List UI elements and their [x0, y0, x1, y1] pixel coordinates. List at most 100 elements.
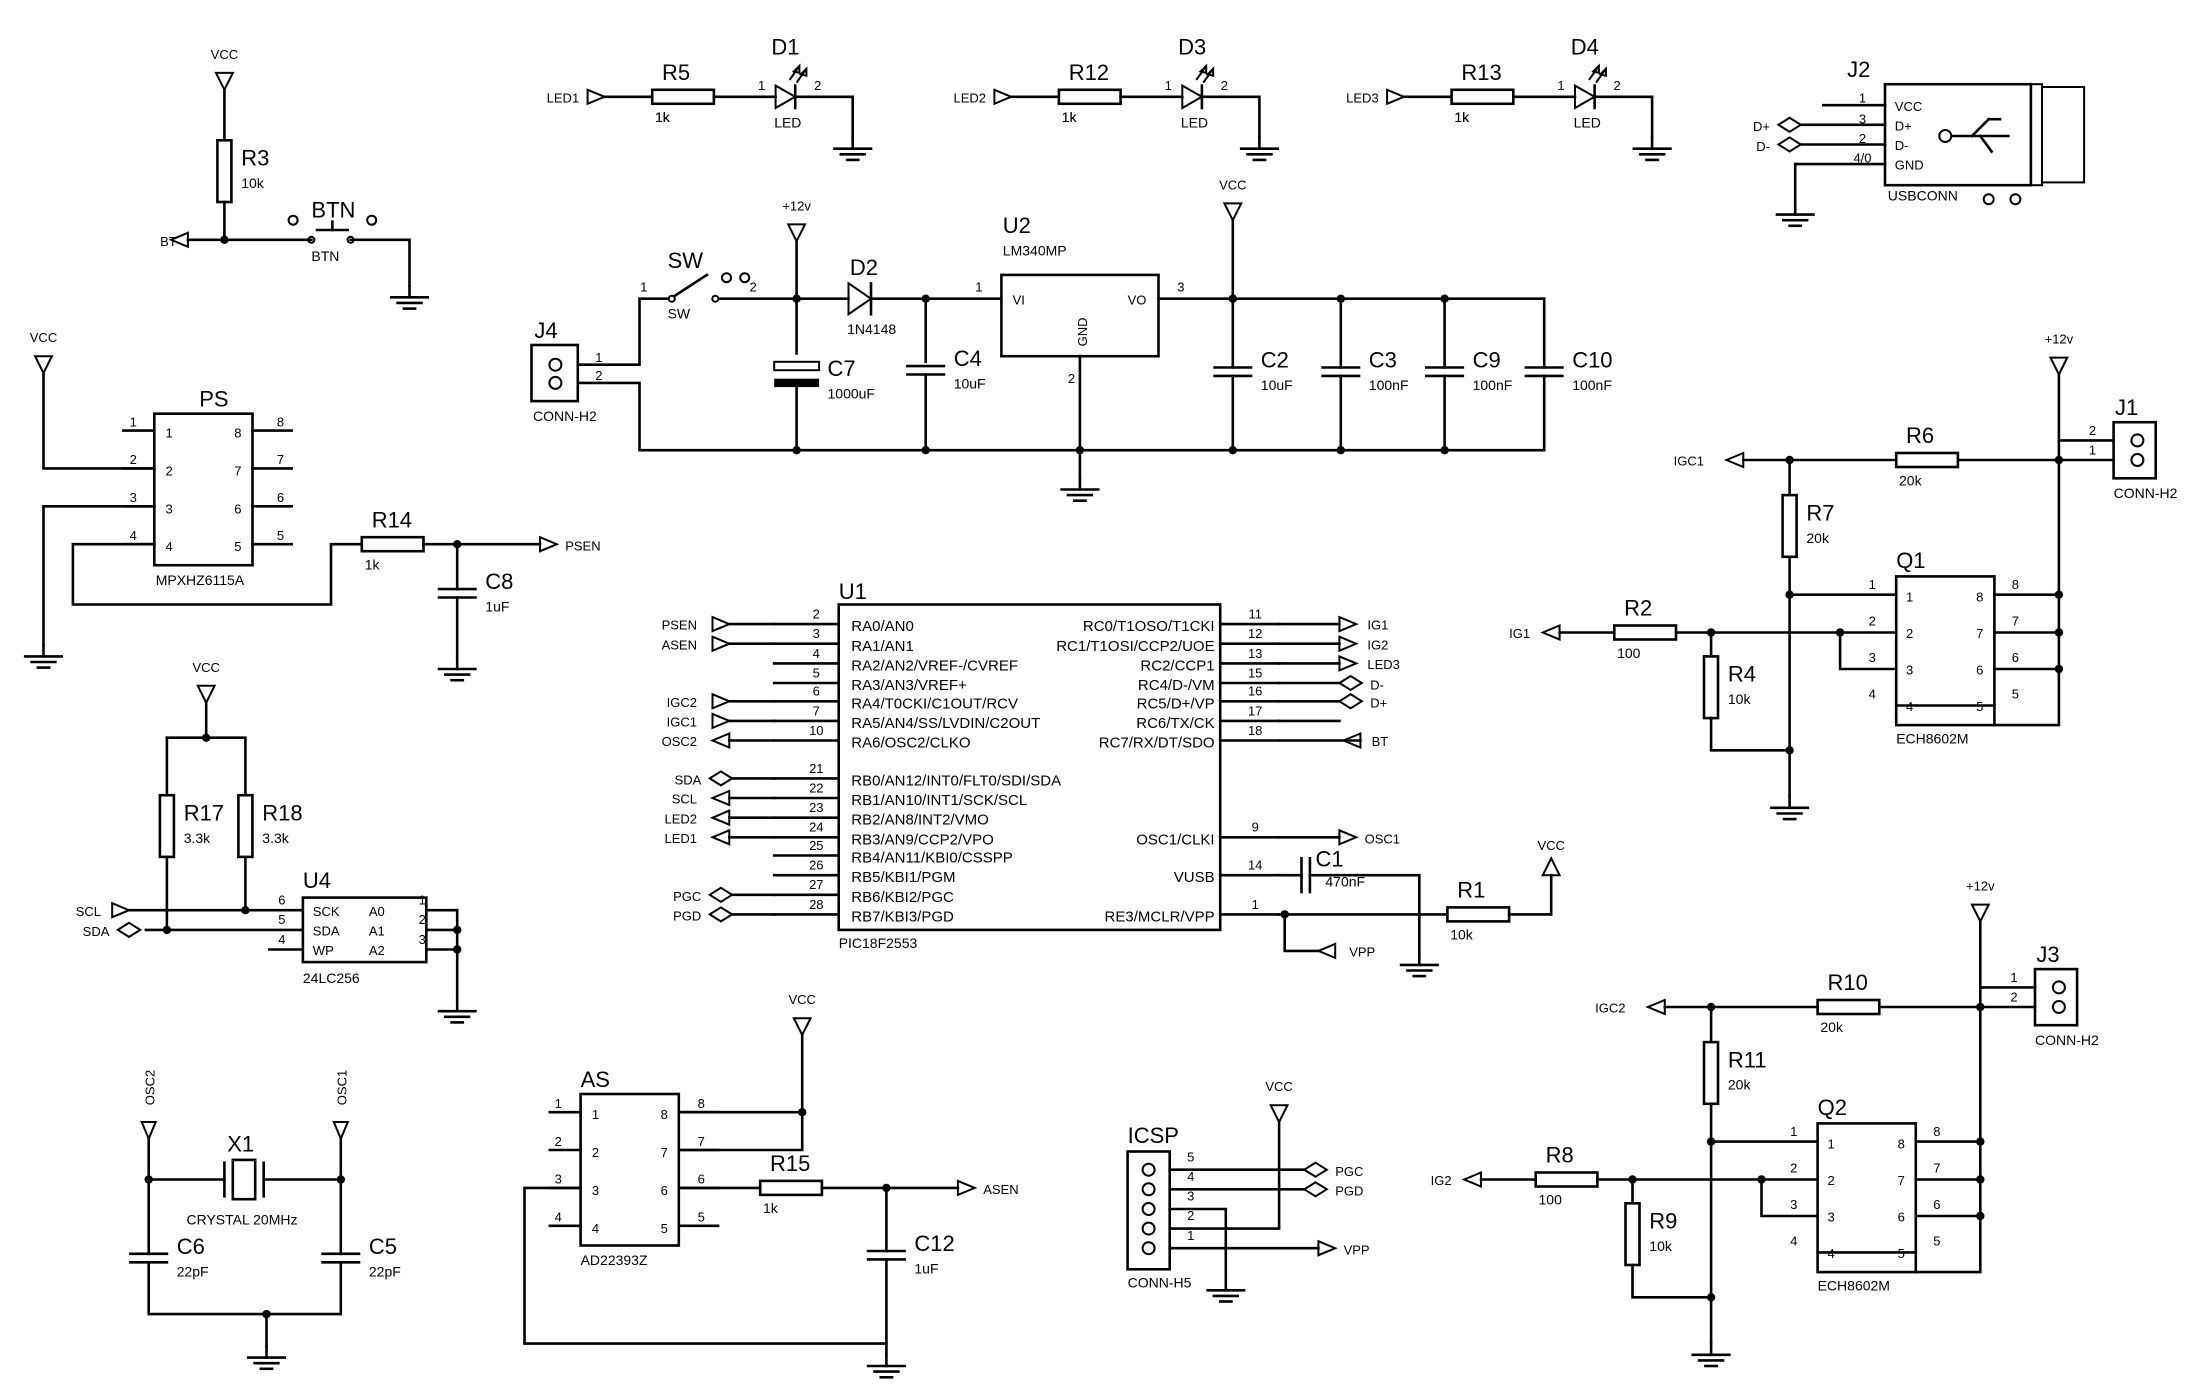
power-label: VCC [30, 330, 57, 345]
pin-number: 4/0 [1853, 151, 1871, 166]
led-ray [1198, 63, 1208, 75]
pin-number: 1 [2089, 442, 2096, 457]
ground-symbol [1775, 202, 1815, 228]
net-label: IG2 [1431, 1173, 1452, 1188]
pin-number: 18 [1248, 723, 1262, 738]
pin-number: 7 [2012, 614, 2019, 629]
power-label: +12v [2045, 332, 2074, 347]
resistor-body [1781, 493, 1798, 559]
pin-number: 8 [698, 1096, 705, 1111]
bidir-terminal: PGD [1302, 1181, 1363, 1199]
component-value: LM340MP [1003, 242, 1067, 258]
pin-number: 1 [758, 78, 765, 93]
pin-name: A0 [369, 904, 385, 919]
net-terminal: SCL [672, 789, 776, 807]
ground-symbol [1239, 136, 1279, 162]
component-value: 3.3k [262, 830, 289, 846]
bidir-terminal: D+ [1277, 693, 1387, 742]
wire [523, 1186, 888, 1345]
ign-net-Q2 [1596, 1175, 1819, 1205]
connector-body [530, 343, 580, 403]
net-terminal: IGC1 [667, 712, 776, 730]
component-body [1894, 575, 1996, 727]
pin-number: 5 [278, 912, 285, 927]
crystal-body [231, 1158, 257, 1201]
resistor-body [1534, 1171, 1599, 1188]
ref-designator: ICSP [1128, 1123, 1179, 1148]
terminal-arrow [539, 535, 560, 553]
power-symbol: VCC [788, 992, 816, 1038]
pin-hole [1141, 1221, 1156, 1236]
pin-name: GND [1075, 318, 1090, 347]
component-value: 10k [1450, 927, 1474, 943]
net-label: LED3 [1346, 90, 1379, 105]
bidir-terminal: PGC [673, 886, 776, 904]
ref-designator: R11 [1728, 1047, 1767, 1072]
component-value: ECH8602M [1818, 1277, 1890, 1293]
mcu-pin-name: RB1/AN10/INT1/SCK/SCL [851, 792, 1027, 809]
pin-name: WP [313, 943, 334, 958]
junction-dot [241, 906, 250, 915]
net-label: PGD [1335, 1184, 1363, 1199]
junction-dot [1785, 590, 1794, 599]
pin-number: 1 [1252, 897, 1259, 912]
pin-number: 8 [234, 426, 241, 441]
pin-number: 4 [555, 1210, 562, 1225]
ref-designator: R14 [372, 507, 412, 532]
wire-segment [672, 273, 709, 298]
component-value: 1k [1062, 109, 1078, 125]
resistor-body [158, 793, 176, 859]
bidir-arrow [1302, 1181, 1329, 1198]
power-label: +12v [1966, 879, 1995, 894]
terminal-arrow [1386, 88, 1407, 106]
bidir-terminal: D+ [1753, 116, 1803, 134]
net-label: IG2 [1367, 637, 1388, 652]
bidir-terminal: PGD [673, 906, 776, 924]
bidir-arrow [1302, 1161, 1329, 1178]
microcontroller-U1: U1PIC18F25532RA0/AN03RA1/AN14RA2/AN2/VRE… [772, 579, 1281, 951]
terminal-arrow [111, 901, 132, 919]
power-label: VCC [211, 47, 238, 62]
pin-number: 25 [809, 838, 823, 853]
wire [1308, 873, 1421, 956]
net-label: OSC1 [1365, 832, 1400, 847]
led-row-D3: 1k1 [1062, 78, 1184, 125]
bidir-arrow [1776, 116, 1803, 133]
net-label: PSEN [565, 539, 600, 554]
resistor-body [1816, 998, 1881, 1016]
net-as [523, 1033, 888, 1345]
pin-name: VO [1128, 292, 1147, 307]
net-label: IGC2 [1595, 1001, 1625, 1016]
regulator-U2 [1000, 273, 1160, 358]
wire [349, 238, 411, 288]
ground-symbol [23, 542, 364, 669]
mcu-pin-name: RA1/AN1 [851, 638, 914, 655]
pin-number: 1 [975, 280, 982, 295]
pin-number: 2 [555, 1134, 562, 1149]
pin-name: D- [1895, 138, 1909, 153]
net-label: D- [1370, 677, 1384, 692]
resistor-body [1450, 88, 1515, 106]
net-label: SDA [675, 773, 702, 788]
pin-number: 2 [166, 463, 173, 478]
pin-hole [548, 357, 563, 372]
terminal-arrow [332, 1121, 350, 1142]
net-label: SCL [672, 792, 697, 807]
pin-hole [1141, 1162, 1156, 1177]
net-terminal: VPP [1315, 942, 1375, 960]
terminal-arrow [1340, 732, 1362, 749]
connector-body [2033, 967, 2079, 1027]
pin-number: 26 [809, 858, 823, 873]
junction-dot [1228, 446, 1238, 455]
net-ps [42, 371, 156, 647]
component-value: 1uF [485, 599, 509, 615]
component-value: ECH8602M [1896, 730, 1968, 746]
power-label: VCC [192, 660, 219, 675]
